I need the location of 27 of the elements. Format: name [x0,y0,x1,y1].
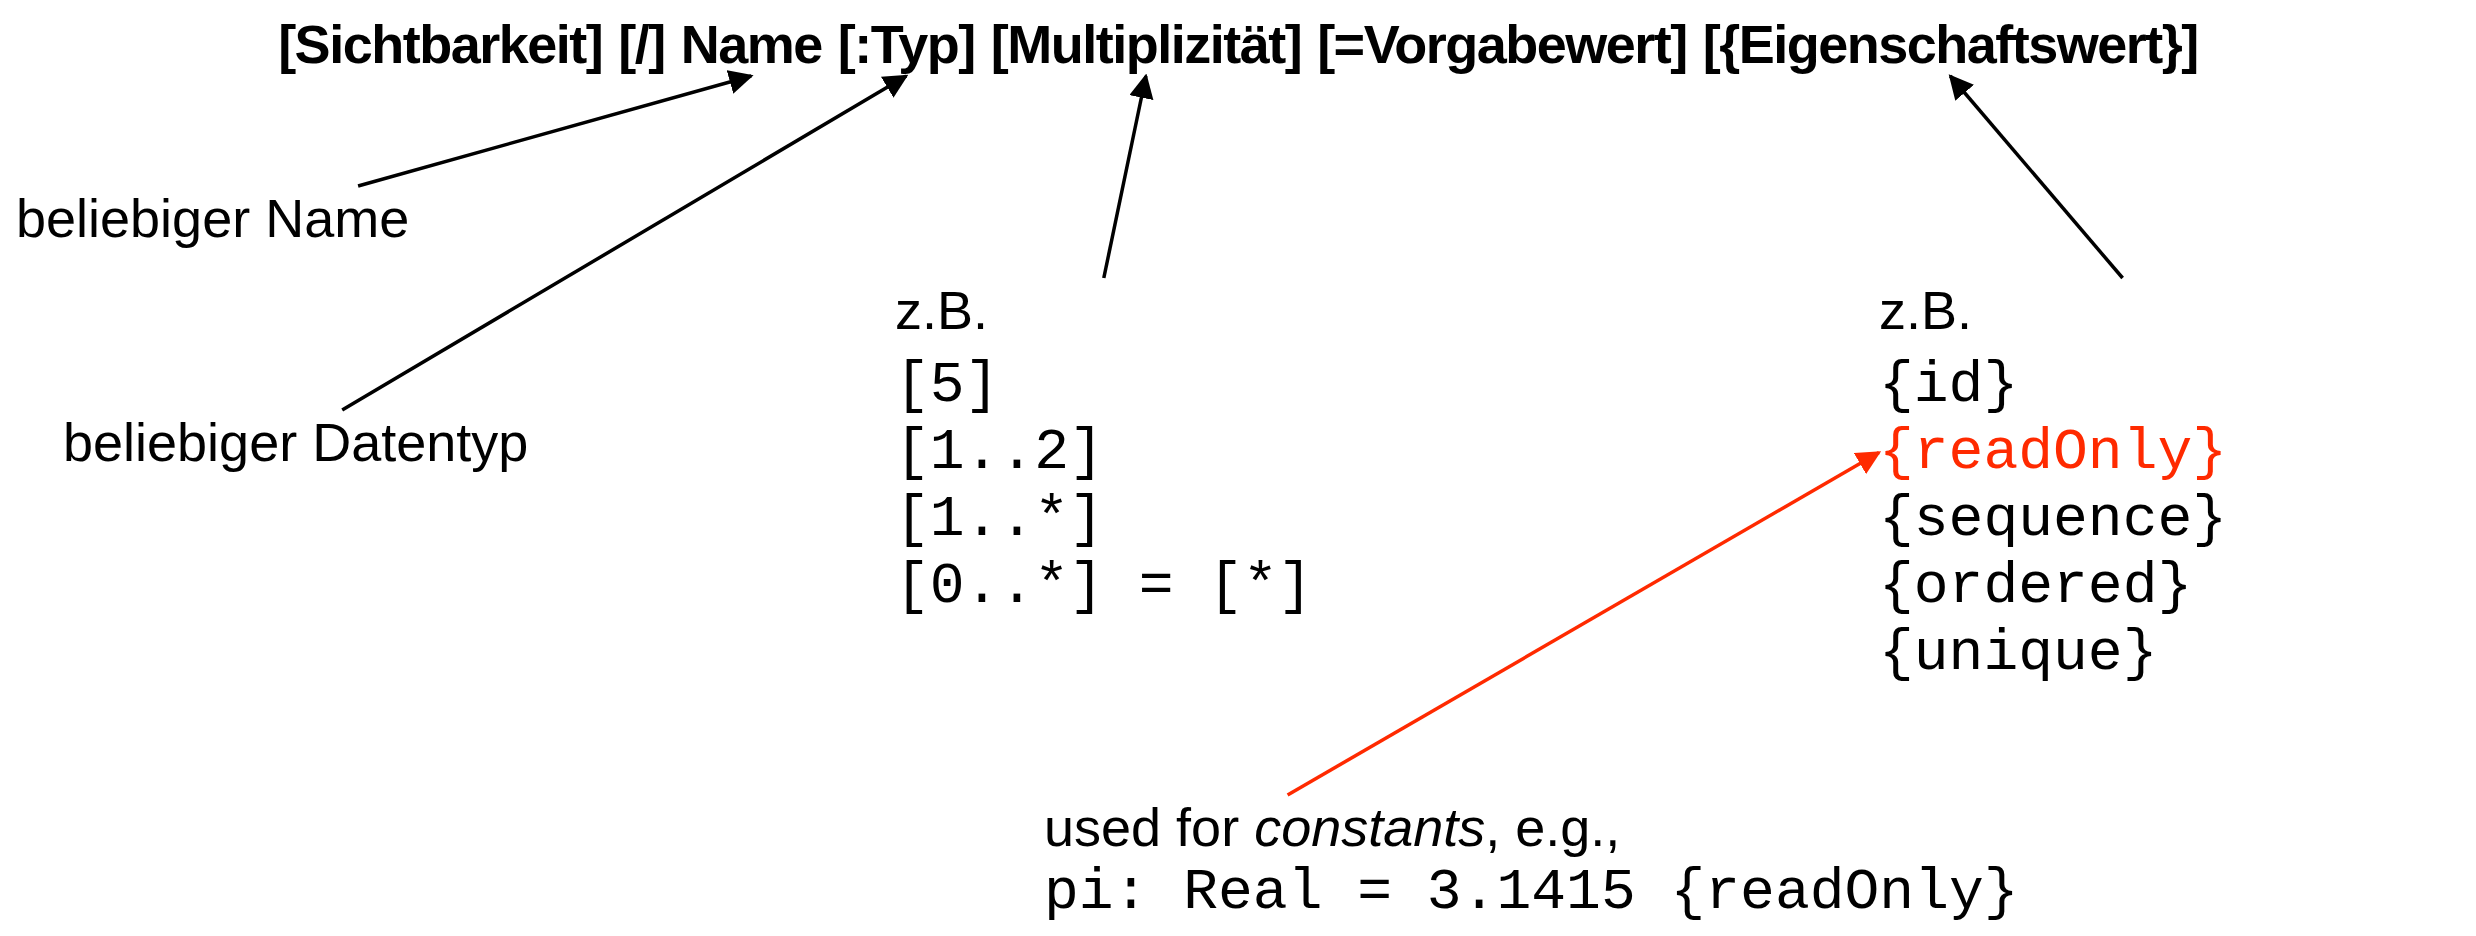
code-text: [5] [895,352,1000,419]
annotation-text: beliebiger Datentyp [63,410,529,474]
code-text: {unique} [1879,620,2158,687]
syntax-term: [Sichtbarkeit] [278,12,603,76]
arrow [357,70,754,188]
note-text: used for constants, e.g., [1044,796,1621,859]
code-text: [1..*] [895,486,1104,553]
arrow [1102,73,1154,279]
arrow [341,74,909,412]
arrow [1948,74,2124,280]
syntax-term: [Multiplizität] [990,12,1302,76]
code-text: pi: Real = 3.1415 {readOnly} [1044,859,2019,926]
syntax-term: [/] [618,12,665,76]
syntax-term: [{Eigenschaftswert}] [1702,12,2198,76]
code-text: {ordered} [1879,553,2193,620]
syntax-term: [:Typ] [837,12,975,76]
code-text: {id} [1879,352,2019,419]
caption-text: z.B. [895,279,989,342]
syntax-term: [=Vorgabewert] [1317,12,1687,76]
code-text: [1..2] [895,419,1104,486]
code-text: {readOnly} [1879,419,2228,486]
caption-text: z.B. [1879,279,1973,342]
code-text: {sequence} [1879,486,2228,553]
arrow [1286,451,1882,797]
syntax-term: Name [680,12,822,76]
code-text: [0..*] = [*] [895,553,1313,620]
annotation-text: beliebiger Name [16,186,410,250]
